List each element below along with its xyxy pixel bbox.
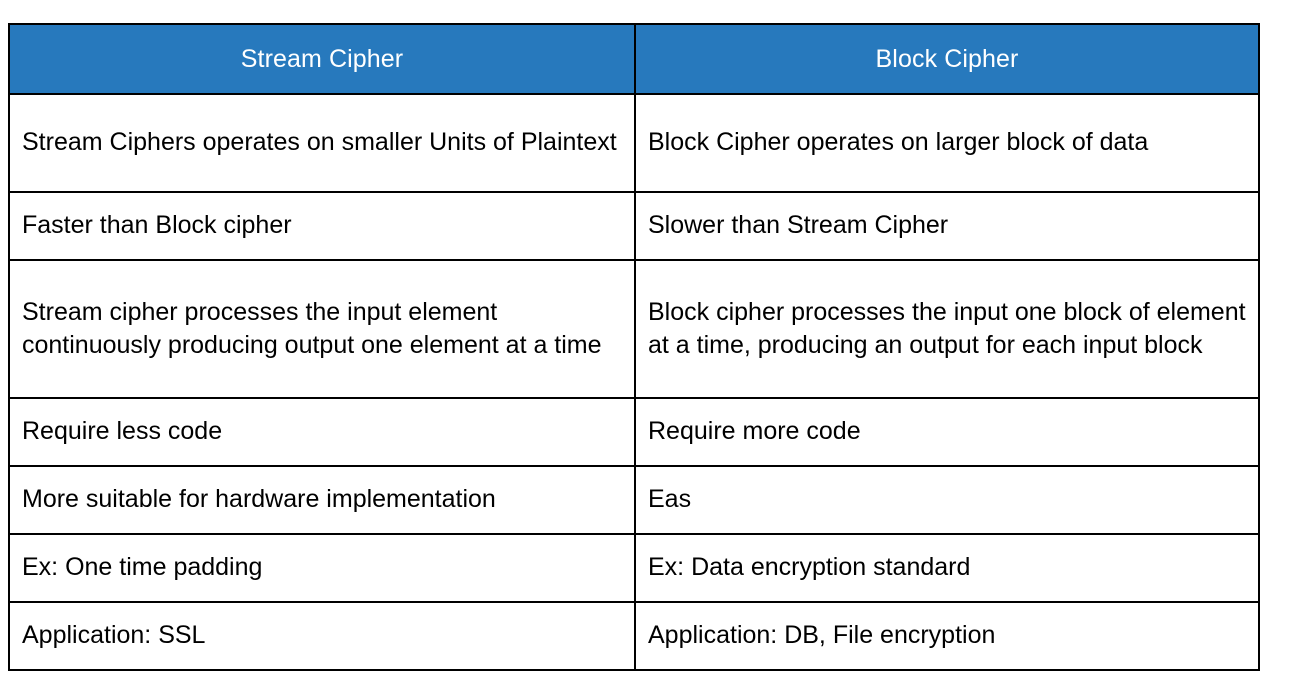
cell-block-5: Eas: [634, 465, 1260, 535]
cell-stream-2: Faster than Block cipher: [8, 191, 636, 261]
table-body: Stream Ciphers operates on smaller Units…: [8, 93, 1260, 671]
cell-block-7: Application: DB, File encryption: [634, 601, 1260, 671]
cell-stream-6: Ex: One time padding: [8, 533, 636, 603]
cell-stream-7: Application: SSL: [8, 601, 636, 671]
table-row: More suitable for hardware implementatio…: [8, 465, 1260, 535]
cell-block-1: Block Cipher operates on larger block of…: [634, 93, 1260, 193]
table-header-row: Stream Cipher Block Cipher: [8, 23, 1260, 95]
cell-block-4: Require more code: [634, 397, 1260, 467]
table-row: Stream Ciphers operates on smaller Units…: [8, 93, 1260, 193]
cell-block-2: Slower than Stream Cipher: [634, 191, 1260, 261]
table-row: Faster than Block cipher Slower than Str…: [8, 191, 1260, 261]
table-header: Stream Cipher Block Cipher: [8, 23, 1260, 95]
cell-stream-5: More suitable for hardware implementatio…: [8, 465, 636, 535]
cell-block-3: Block cipher processes the input one blo…: [634, 259, 1260, 399]
stream-vs-block-cipher-table: Stream Cipher Block Cipher Stream Cipher…: [8, 23, 1260, 671]
comparison-table-container: Stream Cipher Block Cipher Stream Cipher…: [8, 23, 1260, 671]
table-row: Application: SSL Application: DB, File e…: [8, 601, 1260, 671]
table-row: Stream cipher processes the input elemen…: [8, 259, 1260, 399]
table-row: Require less code Require more code: [8, 397, 1260, 467]
cell-stream-1: Stream Ciphers operates on smaller Units…: [8, 93, 636, 193]
column-header-stream-cipher: Stream Cipher: [8, 23, 636, 95]
column-header-block-cipher: Block Cipher: [634, 23, 1260, 95]
cell-block-6: Ex: Data encryption standard: [634, 533, 1260, 603]
cell-stream-4: Require less code: [8, 397, 636, 467]
table-row: Ex: One time padding Ex: Data encryption…: [8, 533, 1260, 603]
cell-stream-3: Stream cipher processes the input elemen…: [8, 259, 636, 399]
